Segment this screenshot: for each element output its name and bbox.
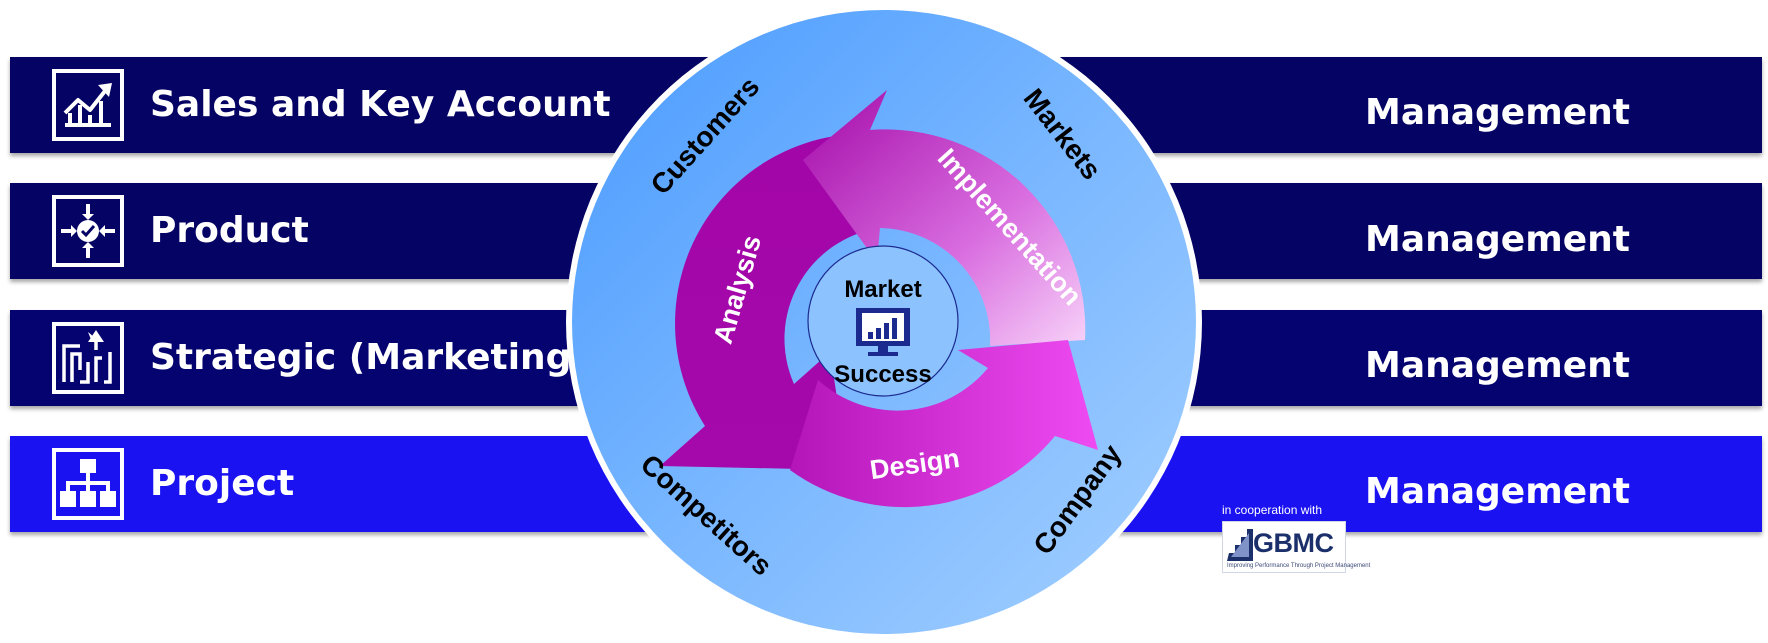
partner-caption: in cooperation with	[1222, 503, 1323, 517]
gbmc-stairs-icon	[1227, 529, 1253, 561]
gbmc-logo: GBMC Improving Performance Through Proje…	[1222, 521, 1370, 573]
band-management-2: Management	[1365, 219, 1630, 260]
band-title-strategic: Strategic (Marketing)	[150, 337, 588, 378]
center-title-success: Success	[834, 361, 931, 388]
design-arrow	[790, 340, 1098, 508]
center-title-market: Market	[844, 276, 921, 303]
org-chart-icon	[52, 448, 124, 520]
band-title-project: Project	[150, 463, 295, 504]
partner-logo-block: in cooperation with GBMC Improving Perfo…	[1222, 503, 1370, 585]
gbmc-tagline: Improving Performance Through Project Ma…	[1227, 563, 1371, 569]
band-management-3: Management	[1365, 345, 1630, 386]
growth-chart-icon	[52, 69, 124, 141]
band-management-4: Management	[1365, 471, 1630, 512]
band-title-sales: Sales and Key Account	[150, 84, 611, 125]
band-management-1: Management	[1365, 92, 1630, 133]
monitor-chart-icon	[856, 308, 910, 356]
implementation-arrow	[803, 90, 1086, 346]
gbmc-wordmark: GBMC	[1253, 528, 1334, 558]
band-title-product: Product	[150, 210, 309, 251]
product-target-icon	[52, 195, 124, 267]
maze-strategy-icon	[52, 322, 124, 394]
